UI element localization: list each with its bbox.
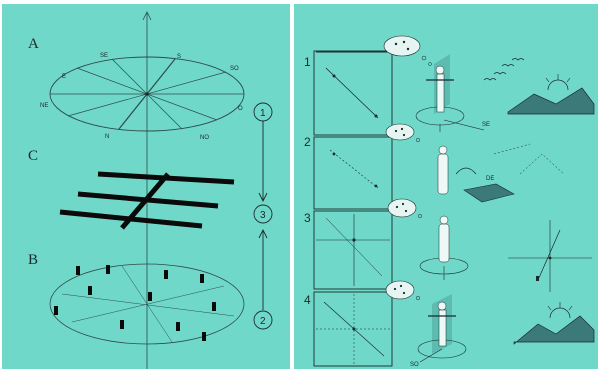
step-1-label: 1	[260, 108, 266, 119]
wooden-posts	[54, 265, 216, 341]
right-diagram: 1 SE 2 DE	[294, 4, 598, 369]
row-2-tag: DE	[486, 176, 494, 182]
compass-label-e: E	[62, 74, 66, 80]
right-diagram-panel: 1 SE 2 DE	[294, 4, 598, 369]
row-4-tag: SO	[410, 362, 419, 368]
label-c: C	[28, 148, 38, 164]
left-diagram: A SE E NE N NO O SO S C B	[2, 4, 290, 369]
step-3-label: 3	[260, 210, 266, 221]
left-diagram-panel: A SE E NE N NO O SO S C B	[2, 4, 290, 369]
row-2	[314, 124, 564, 209]
row-3	[314, 199, 592, 292]
row-1	[314, 36, 594, 135]
label-b: B	[28, 252, 38, 268]
label-a: A	[28, 36, 39, 52]
compass-label-o: O	[238, 106, 243, 112]
row-3-number: 3	[304, 211, 311, 225]
compass-label-n: N	[105, 134, 109, 140]
row-1-tag: SE	[482, 122, 490, 128]
row-4-number: 4	[304, 293, 311, 307]
step-2-label: 2	[260, 316, 266, 327]
compass-label-so: SO	[230, 66, 239, 72]
row-1-number: 1	[304, 55, 311, 69]
compass-label-se: SE	[100, 53, 108, 59]
compass-label-ne: NE	[40, 103, 48, 109]
compass-label-s: S	[177, 54, 181, 60]
compass-label-no-bottom: NO	[200, 135, 209, 141]
row-4	[314, 281, 594, 366]
row-2-number: 2	[304, 135, 311, 149]
